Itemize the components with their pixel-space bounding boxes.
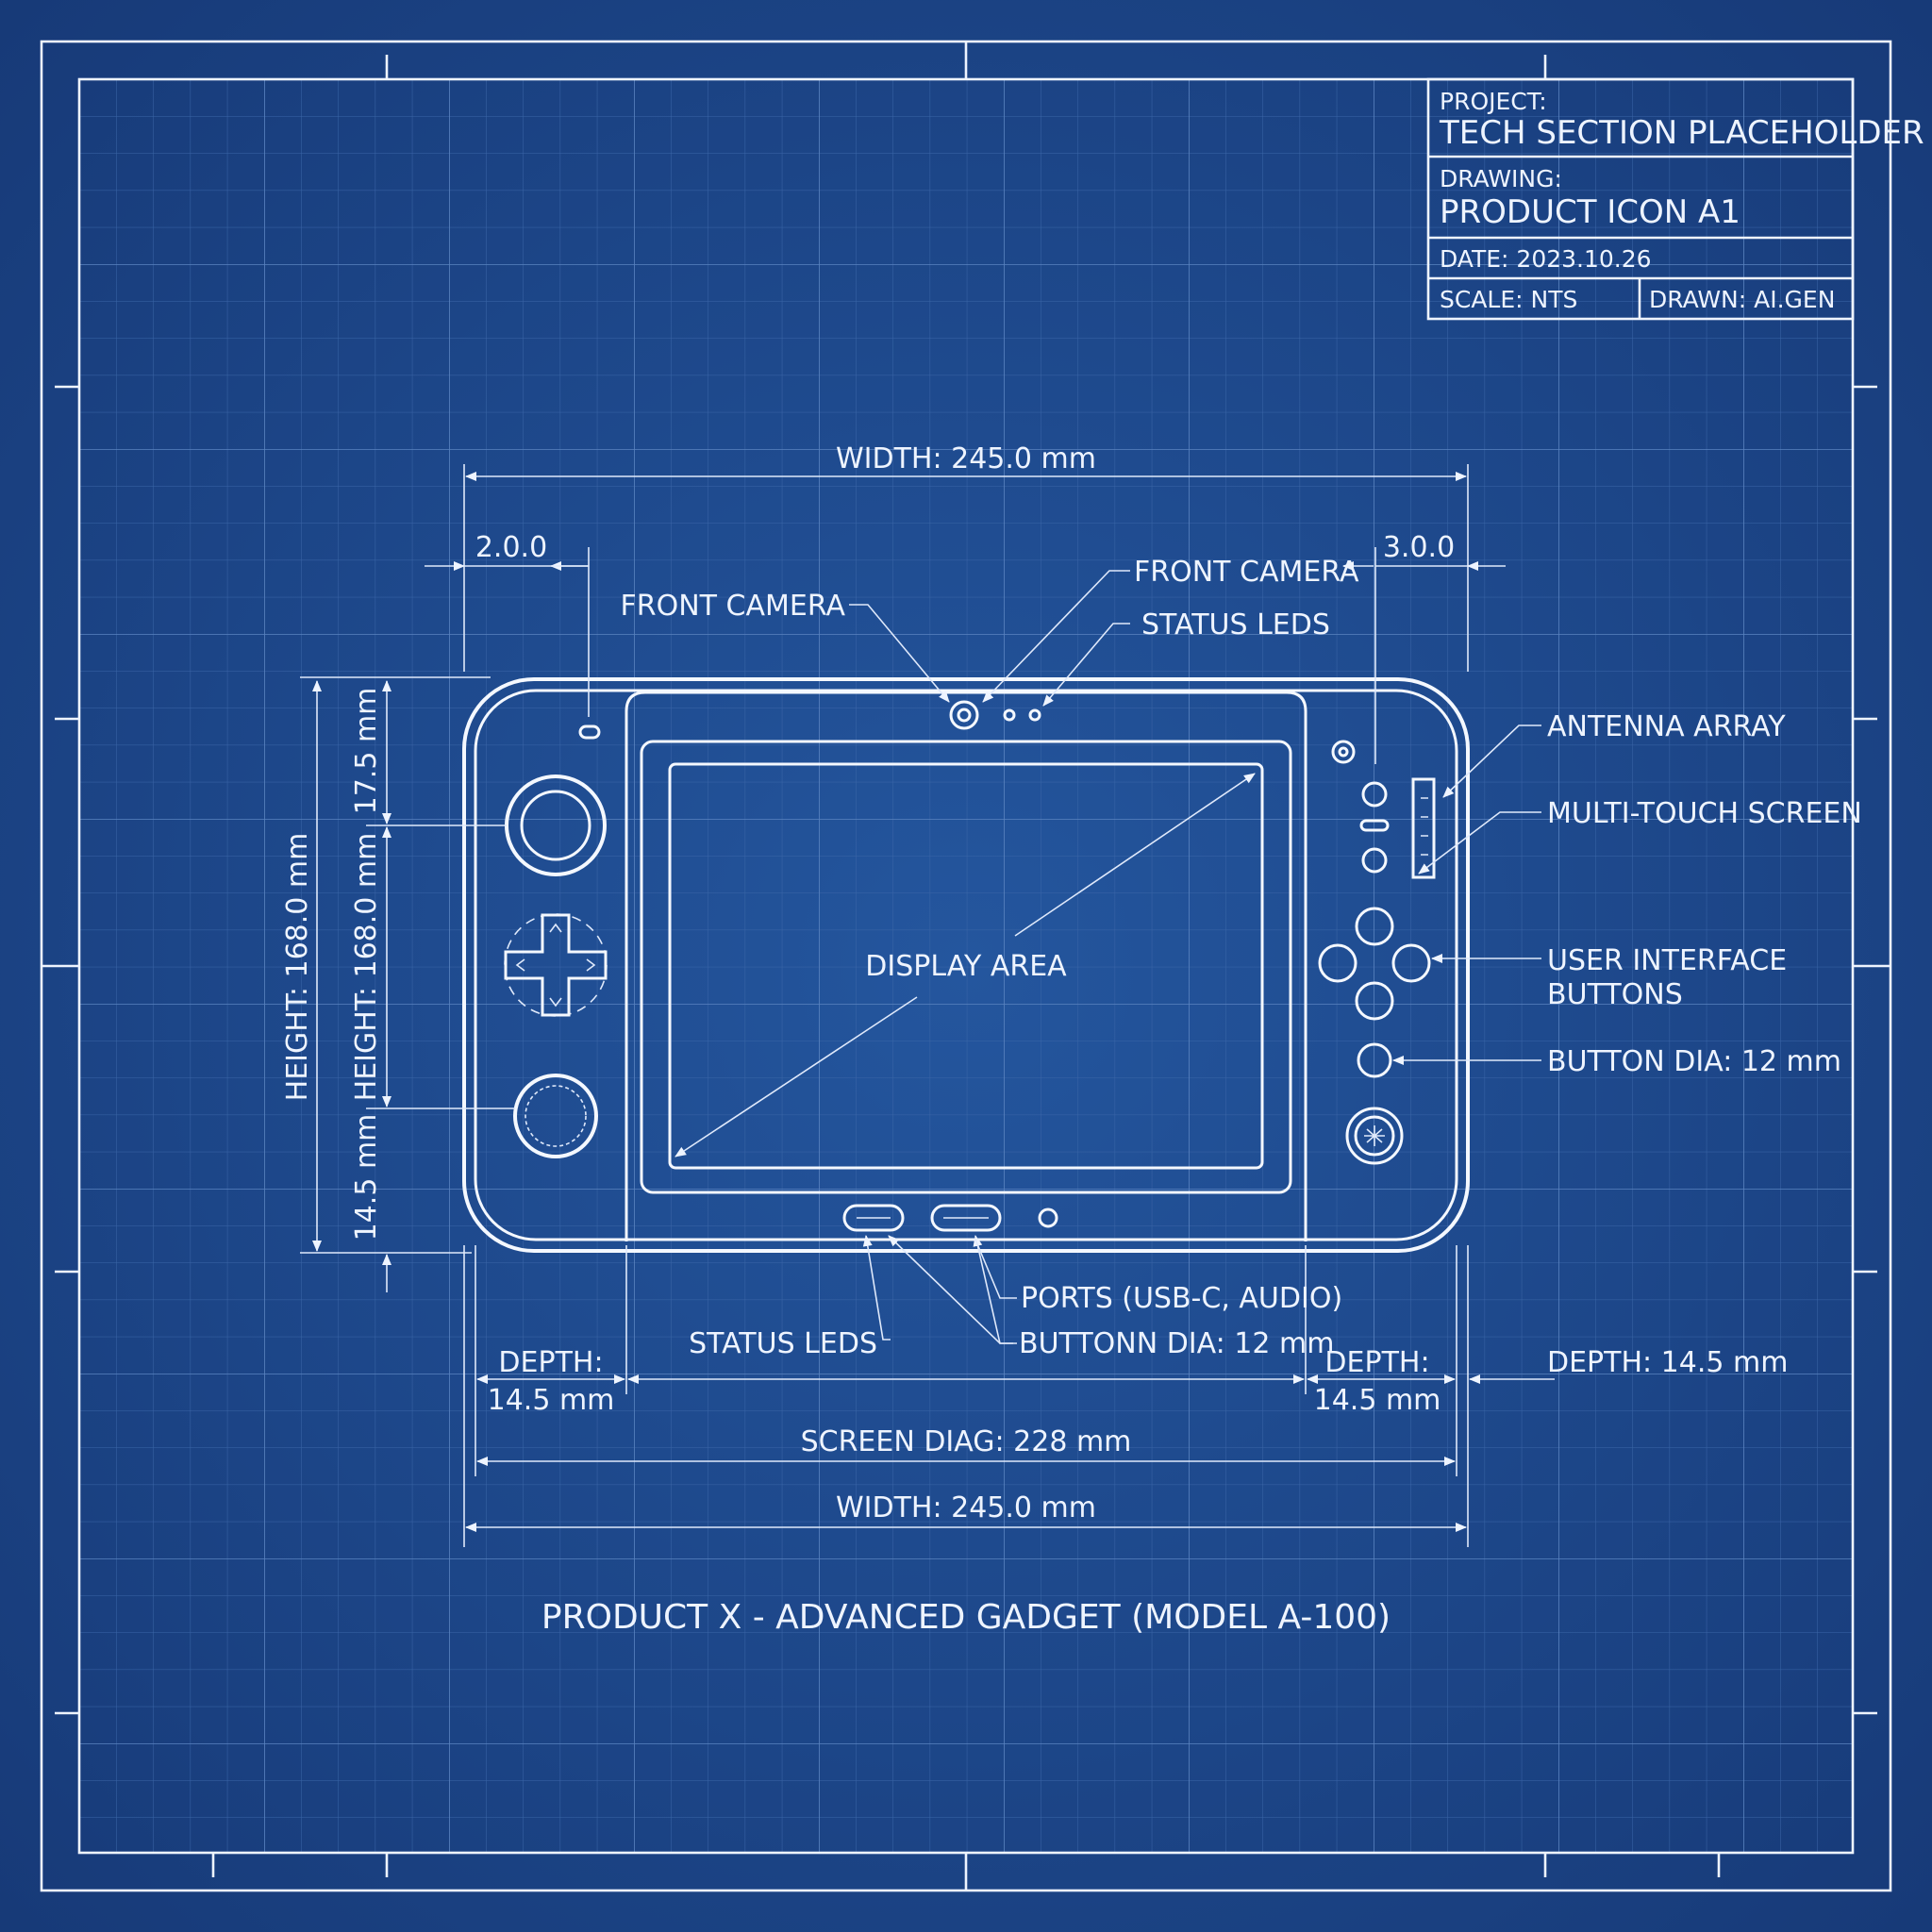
leader-lines	[675, 570, 1541, 1344]
drawing-title: PRODUCT X - ADVANCED GADGET (MODEL A-100…	[541, 1598, 1391, 1637]
drawing-value: PRODUCT ICON A1	[1440, 193, 1740, 231]
callout-buttonn-dia: BUTTONN DIA: 12 mm	[1019, 1327, 1334, 1360]
display-frame	[640, 740, 1292, 1194]
height-inner-label: HEIGHT: 168.0 mm	[350, 833, 383, 1102]
drawn-field: DRAWN: AI.GEN	[1649, 286, 1835, 313]
face-button-icon[interactable]	[1355, 907, 1394, 946]
top-offset-label: 17.5 mm	[350, 688, 383, 815]
screen-diag-label: SCREEN DIAG: 228 mm	[801, 1425, 1132, 1458]
depth-side-label: DEPTH: 14.5 mm	[1547, 1346, 1788, 1379]
depth-right-label: DEPTH:	[1324, 1346, 1429, 1379]
power-button-icon[interactable]	[1331, 740, 1356, 764]
audio-jack[interactable]	[1038, 1208, 1058, 1228]
depth-right-value: 14.5 mm	[1314, 1384, 1441, 1417]
right-offset-label: 3.0.0	[1383, 531, 1455, 564]
device-inner-rim	[474, 689, 1458, 1241]
display-glass	[668, 762, 1264, 1170]
callout-ports: PORTS (USB-C, AUDIO)	[1021, 1282, 1342, 1315]
callout-ui-buttons-line2: BUTTONS	[1547, 978, 1683, 1011]
menu-button-pill[interactable]	[1359, 819, 1390, 832]
dpad-icon[interactable]	[504, 913, 608, 1017]
bottom-offset-label: 14.5 mm	[350, 1114, 383, 1241]
callout-status-leds-bottom: STATUS LEDS	[689, 1327, 877, 1360]
antenna-array	[1411, 777, 1436, 879]
face-button-icon[interactable]	[1355, 981, 1394, 1021]
face-button-icon[interactable]	[1318, 943, 1357, 983]
camera-icon	[949, 700, 979, 730]
select-button[interactable]	[1357, 1042, 1392, 1078]
menu-button-top[interactable]	[1361, 781, 1388, 808]
project-value: TECH SECTION PLACEHOLDER	[1439, 114, 1924, 152]
left-shoulder-slot[interactable]	[578, 724, 601, 740]
height-outer-label: HEIGHT: 168.0 mm	[281, 833, 314, 1102]
drawing-label: DRAWING:	[1440, 165, 1562, 192]
dimension-lines	[300, 464, 1555, 1547]
left-offset-label: 2.0.0	[475, 531, 547, 564]
status-led-1	[1003, 708, 1016, 722]
device	[462, 677, 1470, 1253]
analog-stick-icon[interactable]	[513, 1074, 598, 1158]
home-button-icon[interactable]	[1345, 1107, 1404, 1165]
depth-left-label: DEPTH:	[498, 1346, 603, 1379]
screen-bezel	[625, 691, 1307, 1241]
device-body	[462, 677, 1470, 1253]
callout-multi-touch-screen: MULTI-TOUCH SCREEN	[1547, 797, 1862, 830]
face-button-icon[interactable]	[1391, 943, 1431, 983]
border-ticks	[42, 42, 1890, 1890]
date-field: DATE: 2023.10.26	[1440, 245, 1652, 273]
status-led-2	[1028, 708, 1041, 722]
project-label: PROJECT:	[1440, 88, 1547, 115]
usb-c-port[interactable]	[930, 1204, 1002, 1232]
grid-major	[79, 79, 1853, 1853]
title-block: PROJECT: TECH SECTION PLACEHOLDER DRAWIN…	[1426, 77, 1924, 321]
menu-button-bottom[interactable]	[1361, 847, 1388, 874]
usb-c-port[interactable]	[842, 1204, 905, 1232]
width-top-label: WIDTH: 245.0 mm	[836, 442, 1096, 475]
callout-ui-buttons-line1: USER INTERFACE	[1547, 944, 1787, 977]
callout-status-leds-top: STATUS LEDS	[1141, 608, 1330, 641]
depth-left-value: 14.5 mm	[488, 1384, 615, 1417]
callout-front-camera-left: FRONT CAMERA	[621, 590, 846, 623]
callout-button-dia: BUTTON DIA: 12 mm	[1547, 1045, 1841, 1078]
scale-field: SCALE: NTS	[1440, 286, 1577, 313]
callout-display-area: DISPLAY AREA	[865, 950, 1067, 983]
callout-front-camera-right: FRONT CAMERA	[1134, 556, 1359, 589]
callout-antenna-array: ANTENNA ARRAY	[1547, 710, 1786, 743]
width-bottom-label: WIDTH: 245.0 mm	[836, 1491, 1096, 1524]
